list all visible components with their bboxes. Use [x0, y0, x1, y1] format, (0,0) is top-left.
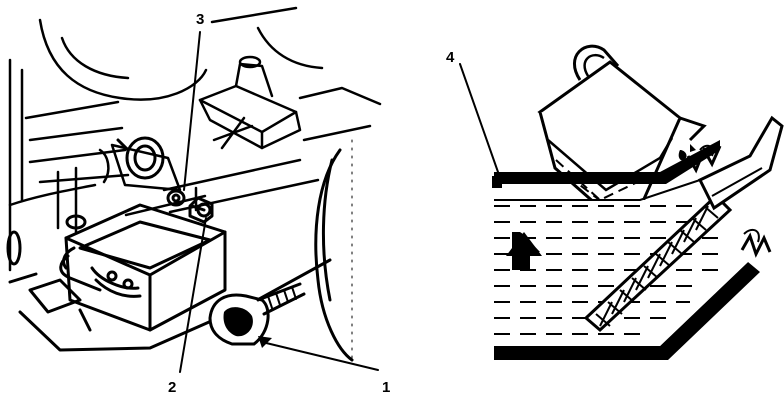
callout-3: 3 — [196, 11, 204, 28]
leader-line-4 — [459, 63, 499, 173]
oil-fill-neck — [116, 136, 165, 180]
drain-plug — [188, 196, 214, 224]
level-up-arrow-head — [506, 232, 542, 256]
callout-2: 2 — [168, 379, 176, 396]
leader-lines — [179, 31, 379, 373]
crankcase-wall — [494, 140, 760, 360]
oil-level — [494, 179, 748, 346]
full-mark — [492, 176, 502, 188]
engine-mount — [198, 55, 382, 150]
right-panel: 4 — [446, 44, 784, 360]
drain-washer — [166, 189, 186, 207]
engine-block — [8, 6, 324, 272]
dipstick-cap — [208, 282, 306, 346]
leader-arrowhead-1 — [258, 336, 272, 348]
callout-4: 4 — [446, 49, 455, 66]
drain-pan — [64, 203, 227, 332]
pitcher-icon — [537, 44, 707, 214]
callout-1: 1 — [382, 379, 390, 396]
oil-drain-hose — [6, 214, 332, 352]
left-panel: 3 2 1 — [6, 6, 390, 396]
oil-drops — [678, 144, 696, 161]
tire — [314, 139, 354, 362]
dipstick-icon — [583, 115, 784, 333]
